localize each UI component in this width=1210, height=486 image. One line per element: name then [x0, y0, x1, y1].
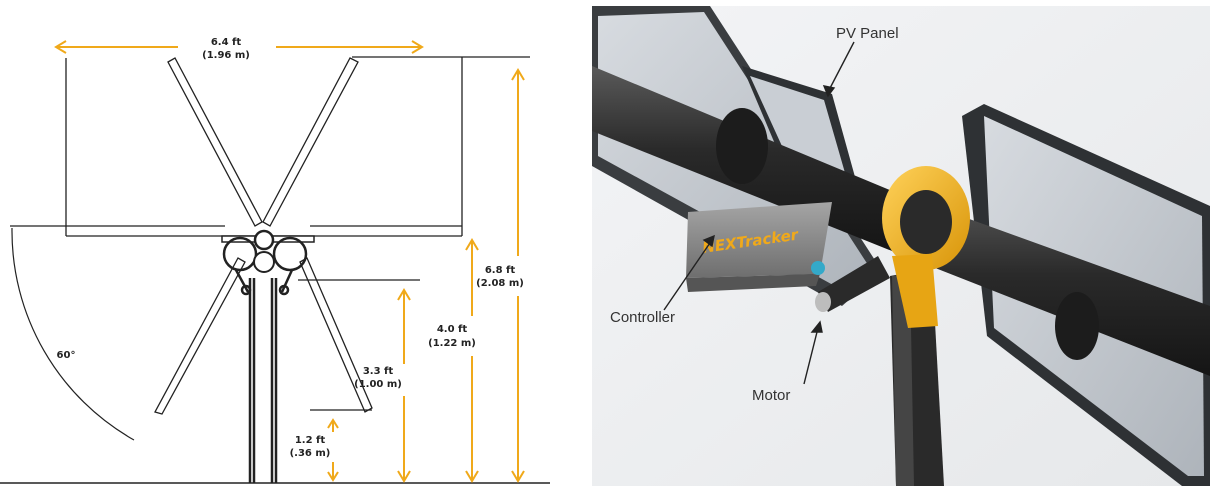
tilted-panels — [154, 57, 373, 415]
motor — [815, 256, 890, 312]
height-axis-ft-label: 4.0 ft — [437, 324, 468, 335]
tilt-angle-label: 60° — [57, 350, 76, 361]
width-m-label: (1.96 m) — [202, 50, 250, 61]
height-total-ft-label: 6.8 ft — [485, 265, 516, 276]
tilt-angle-arc — [11, 227, 135, 441]
pv-panel-callout: PV Panel — [836, 25, 899, 42]
controller-callout: Controller — [610, 309, 675, 326]
drive-mechanism — [221, 229, 315, 296]
bearing-clamp — [882, 166, 970, 328]
controller-box — [686, 202, 832, 292]
reference-lines — [298, 279, 420, 411]
support-post — [248, 278, 278, 483]
panel-edge-ft-label: 3.3 ft — [363, 366, 394, 377]
dimension-arrows — [54, 40, 525, 483]
height-axis-m-label: (1.22 m) — [428, 338, 476, 349]
clearance-m-label: (.36 m) — [290, 448, 331, 459]
clearance-ft-label: 1.2 ft — [295, 435, 326, 446]
height-total-m-label: (2.08 m) — [476, 278, 524, 289]
motor-callout: Motor — [752, 387, 790, 404]
tracker-rendering: NEXTracker PV Panel Controller Motor — [592, 6, 1210, 486]
dimension-drawing: 6.4 ft (1.96 m) 6.8 ft (2.08 m) 4.0 ft (… — [0, 37, 550, 484]
panel-edge-m-label: (1.00 m) — [354, 379, 402, 390]
width-ft-label: 6.4 ft — [211, 37, 242, 48]
callout-lines — [663, 41, 855, 385]
